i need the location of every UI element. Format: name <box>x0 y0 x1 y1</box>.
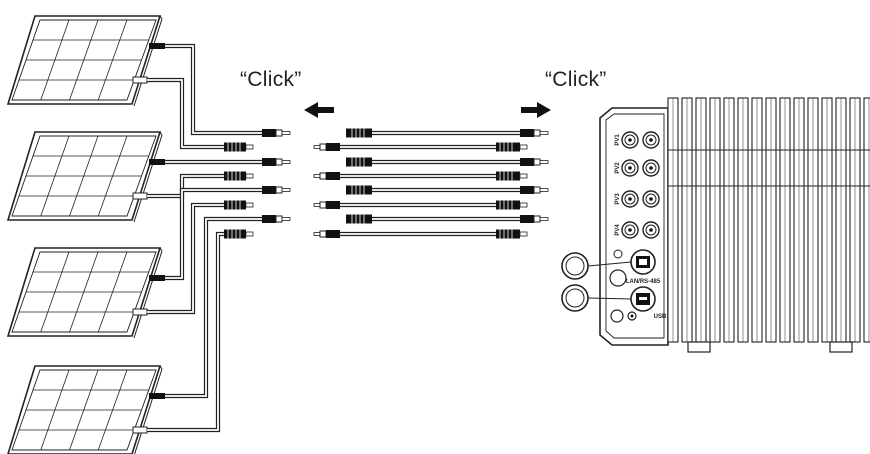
lan-port-label: LAN/RS-485 <box>626 279 661 285</box>
arrow-left-icon <box>304 102 334 118</box>
solar-panel-1 <box>6 15 165 107</box>
panel-cables <box>147 43 262 433</box>
connector-female-3 <box>224 200 254 210</box>
solar-panel-2 <box>6 131 165 223</box>
pv-port-label-1: PV1 <box>615 134 621 146</box>
cable-p4-neg <box>147 231 224 433</box>
cable-p2-neg <box>147 173 224 199</box>
extension-cable-7 <box>346 214 549 224</box>
extension-cable-5 <box>346 185 549 195</box>
connector-female-1 <box>224 142 254 152</box>
panel-lead-negative <box>132 308 148 316</box>
vent-plug <box>609 269 627 287</box>
solar-panel-4 <box>7 365 165 454</box>
inverter-foot <box>687 341 711 353</box>
panel-lead-positive <box>149 43 165 49</box>
connector-male-4 <box>262 215 291 223</box>
panel-lead-negative <box>132 76 148 84</box>
connector-female-4 <box>224 229 254 239</box>
extension-cable-1 <box>346 128 549 138</box>
connector-male-3 <box>262 186 291 194</box>
dust-cap-tether <box>587 261 632 267</box>
connector-male-2 <box>262 158 291 166</box>
heatsink-fins <box>667 97 870 343</box>
click-label-left: “Click” <box>240 68 302 91</box>
panel-lead-negative <box>132 426 148 434</box>
panel-lead-positive <box>149 275 165 281</box>
dust-cap-tether <box>587 297 632 300</box>
connector-female-2 <box>224 171 254 181</box>
usb-port-label: USB <box>654 314 667 320</box>
pv-port-label-2: PV2 <box>615 162 621 174</box>
pv-port-label-3: PV3 <box>615 193 621 205</box>
panel-lead-negative <box>132 192 148 200</box>
cable-p4-pos <box>165 216 262 399</box>
click-label-right: “Click” <box>545 68 607 91</box>
extension-cables <box>313 128 549 239</box>
arrow-right-icon <box>521 102 551 118</box>
solar-panels <box>6 15 165 454</box>
panel-lead-positive <box>149 159 165 165</box>
extension-cable-3 <box>346 157 549 167</box>
mc4-connectors <box>224 129 291 239</box>
solar-panel-3 <box>6 247 165 339</box>
pv-port-label-4: PV4 <box>615 224 621 236</box>
indicator-led <box>613 249 623 259</box>
extension-cable-2 <box>313 142 528 152</box>
connector-male-1 <box>262 129 291 137</box>
screw-icon <box>610 309 624 323</box>
extension-cable-6 <box>313 200 528 210</box>
extension-cable-4 <box>313 171 528 181</box>
inverter-foot <box>829 341 853 353</box>
panel-lead-positive <box>149 393 165 399</box>
extension-cable-8 <box>313 229 528 239</box>
